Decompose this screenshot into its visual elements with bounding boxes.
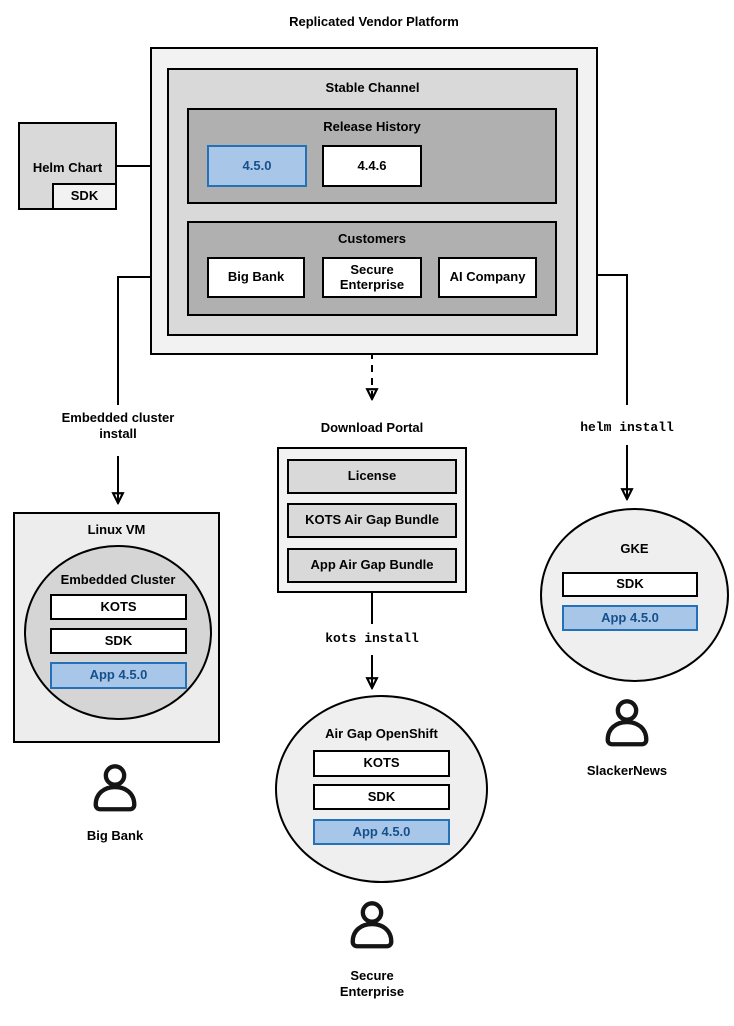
portal-item-license: License [287, 459, 457, 494]
air-gap-openshift-circle: Air Gap OpenShift KOTS SDK App 4.5.0 [275, 695, 488, 883]
linux-vm-label: Linux VM [87, 522, 146, 537]
gke-app-box: App 4.5.0 [562, 605, 698, 631]
secure-enterprise-user-icon [350, 901, 394, 949]
helm-chart-sdk-box: SDK [52, 183, 117, 210]
portal-item-app-airgap-bundle: App Air Gap Bundle [287, 548, 457, 583]
linuxvm-sdk-box: SDK [50, 628, 187, 654]
customers-label: Customers [338, 231, 406, 246]
download-portal-box: License KOTS Air Gap Bundle App Air Gap … [277, 447, 467, 593]
slackernews-user-label: SlackerNews [586, 763, 668, 778]
embedded-cluster-label: Embedded Cluster [60, 572, 176, 587]
helm-chart-box: Helm Chart SDK [18, 122, 117, 210]
secure-enterprise-user-label: Secure Enterprise [339, 968, 405, 999]
linuxvm-app-box: App 4.5.0 [50, 662, 187, 689]
kots-install-label: kots install [325, 631, 419, 646]
big-bank-user-label: Big Bank [86, 828, 144, 843]
embedded-cluster-install-label: Embedded cluster install [61, 410, 175, 441]
stable-channel-label: Stable Channel [325, 80, 420, 95]
air-gap-openshift-label: Air Gap OpenShift [325, 726, 438, 741]
portal-item-kots-airgap-bundle: KOTS Air Gap Bundle [287, 503, 457, 538]
release-4-5-0: 4.5.0 [207, 145, 307, 187]
download-portal-label: Download Portal [320, 420, 424, 435]
openshift-app-box: App 4.5.0 [313, 819, 450, 845]
gke-label: GKE [620, 541, 649, 556]
diagram-title: Replicated Vendor Platform [289, 14, 459, 29]
openshift-kots-box: KOTS [313, 750, 450, 777]
embedded-cluster-circle: Embedded Cluster KOTS SDK App 4.5.0 [24, 545, 212, 720]
customer-big-bank: Big Bank [207, 257, 305, 298]
big-bank-user-icon [93, 764, 137, 812]
helm-chart-label: Helm Chart [32, 160, 103, 175]
linux-vm-box: Linux VM Embedded Cluster KOTS SDK App 4… [13, 512, 220, 743]
gke-sdk-box: SDK [562, 572, 698, 597]
gke-circle: GKE SDK App 4.5.0 [540, 508, 729, 682]
release-4-4-6: 4.4.6 [322, 145, 422, 187]
linuxvm-kots-box: KOTS [50, 594, 187, 620]
release-history-label: Release History [323, 119, 421, 134]
openshift-sdk-box: SDK [313, 784, 450, 810]
customer-ai-company: AI Company [438, 257, 537, 298]
customer-secure-enterprise: Secure Enterprise [322, 257, 422, 298]
slackernews-user-icon [605, 699, 649, 747]
helm-install-label: helm install [580, 420, 674, 435]
